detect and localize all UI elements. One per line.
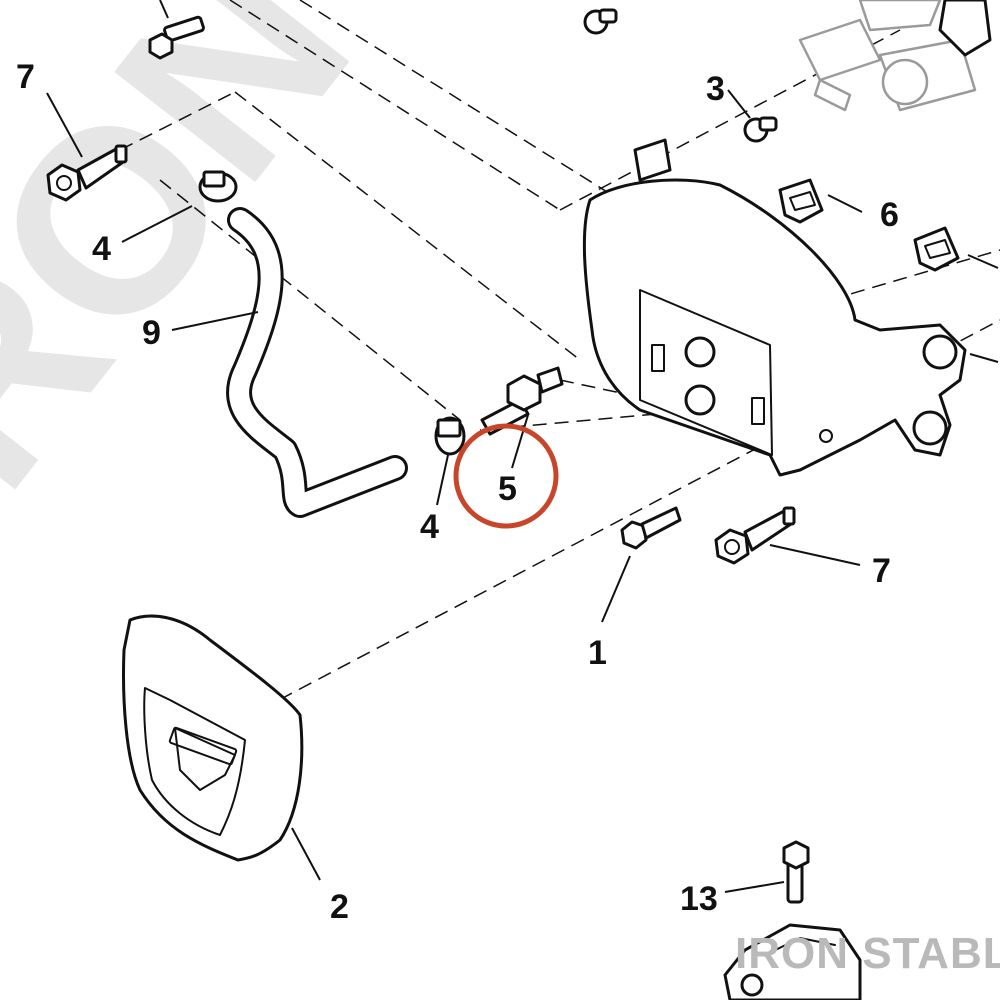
corner-watermark: IRON STABLE	[735, 929, 1000, 978]
backplate-tab	[633, 138, 672, 182]
upper-bracket-assembly	[798, 0, 992, 112]
leader-line-7-upper	[46, 92, 83, 158]
callout-2: 2	[330, 888, 349, 926]
alignment-line	[829, 249, 1000, 301]
bolt-top-left	[148, 15, 205, 60]
backplate-boss	[684, 384, 716, 416]
trim-cover-inset	[143, 687, 246, 836]
air-cleaner-trim-cover	[122, 614, 304, 862]
backplate-panel	[639, 289, 773, 456]
leader-line-13	[724, 881, 785, 893]
hose-clamp-lower	[434, 416, 466, 456]
callout-6: 6	[880, 196, 899, 234]
leader-line-1	[601, 555, 631, 623]
leader-line-2	[291, 827, 321, 881]
retainer-clip-upper	[778, 178, 824, 224]
bracket-ghost-part	[798, 18, 882, 82]
callout-1: 1	[588, 634, 607, 672]
trim-cover-outer	[122, 614, 304, 862]
alignment-line	[159, 179, 461, 421]
backplate-slot	[651, 344, 665, 372]
bolt-callout-13	[782, 840, 810, 904]
backplate-small-hole	[819, 429, 833, 443]
backplate-boss	[684, 336, 716, 368]
breather-hose	[226, 207, 408, 518]
leader-line-5	[511, 414, 529, 469]
air-cleaner-backplate	[582, 138, 967, 477]
callout-3: 3	[706, 70, 725, 108]
bracket-ghost-part	[813, 78, 852, 112]
backplate-mount-hole	[922, 334, 958, 370]
breather-fitting	[480, 366, 564, 436]
flange-bolt-lower	[714, 506, 796, 565]
leader-lines	[46, 0, 999, 893]
callout-4-upper: 4	[92, 230, 111, 268]
emblem-bar	[168, 726, 238, 766]
bolt-callout-1	[620, 506, 682, 550]
alignment-line	[234, 91, 581, 361]
flange-bolt-upper	[46, 144, 128, 202]
highlight-ring	[453, 423, 559, 529]
alignment-line	[259, 319, 1000, 711]
bar-and-shield-emblem	[174, 727, 236, 791]
callout-7-upper: 7	[16, 58, 35, 96]
backplate-body	[582, 178, 967, 477]
retainer-clip-lower	[913, 226, 960, 272]
bolt-callout-3	[743, 116, 778, 143]
callout-5: 5	[498, 470, 517, 508]
leader-line-offscreen	[159, 0, 169, 19]
alignment-line	[299, 0, 621, 201]
callout-9: 9	[142, 314, 161, 352]
callout-7-lower: 7	[872, 552, 891, 590]
leader-line-6	[827, 194, 863, 213]
lower-bracket	[723, 923, 862, 1000]
bracket-ghost-part	[858, 0, 942, 32]
backplate-slot	[751, 397, 765, 425]
callout-13: 13	[680, 880, 718, 918]
leader-line-7-lower	[769, 544, 861, 566]
callout-4-lower: 4	[420, 508, 439, 546]
backplate-mount-hole	[912, 410, 948, 446]
leader-line-9	[171, 311, 259, 331]
leader-line-offscreen	[969, 353, 999, 363]
leader-line-4-upper	[121, 205, 193, 243]
bolt-top-center	[583, 8, 618, 35]
leader-line-3	[727, 89, 751, 119]
bracket-clip	[938, 0, 992, 57]
leader-line-offscreen	[967, 254, 999, 269]
leader-line-4-lower	[436, 454, 449, 506]
bracket-ghost-boss	[881, 58, 929, 106]
hose-clamp-upper	[198, 170, 238, 203]
